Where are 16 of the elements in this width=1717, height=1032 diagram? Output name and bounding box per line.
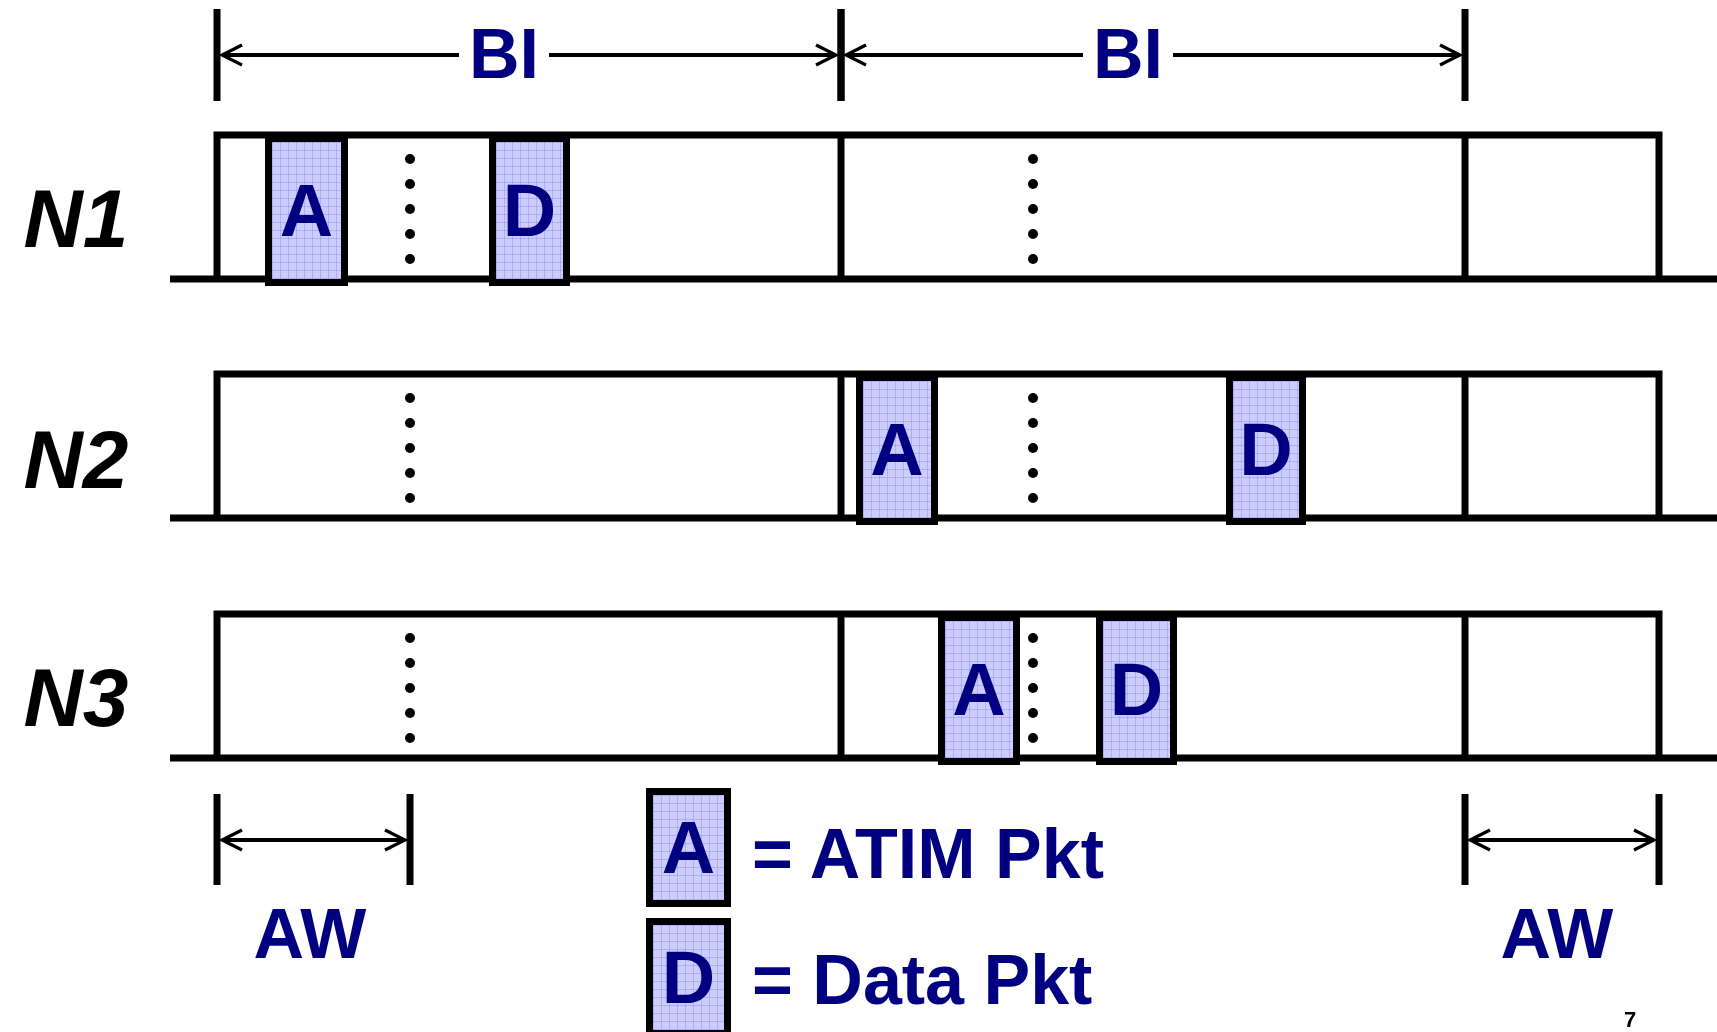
packet-box: D (1096, 614, 1177, 765)
row-label: N2 (23, 419, 129, 501)
legend-text: = ATIM Pkt (752, 819, 1104, 889)
window-label: AW (1500, 899, 1614, 969)
legend-sample-box: D (646, 918, 731, 1032)
packet-box: A (938, 614, 1020, 765)
packet-box: D (489, 135, 570, 286)
packet-box: A (265, 135, 348, 286)
legend-text: = Data Pkt (752, 945, 1093, 1015)
packet-box: A (856, 374, 938, 525)
page-number: 7 (1623, 1009, 1637, 1031)
row-label: N3 (23, 657, 129, 739)
row-label: N1 (23, 178, 129, 260)
legend-sample-box: A (646, 788, 731, 907)
window-label: AW (253, 899, 367, 969)
packet-box: D (1226, 374, 1306, 525)
